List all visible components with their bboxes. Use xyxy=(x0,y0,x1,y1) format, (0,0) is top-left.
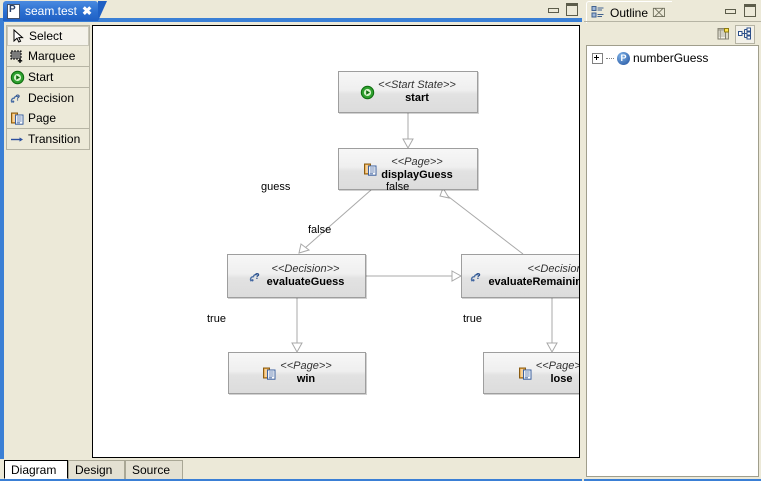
palette-group-tools: Select Marquee xyxy=(6,25,90,67)
editor-window-buttons xyxy=(546,2,578,16)
start-state-icon xyxy=(360,85,375,100)
tree-hierarchy-icon[interactable] xyxy=(735,24,755,44)
overview-icon[interactable] xyxy=(713,25,733,44)
outline-bottom-accent xyxy=(584,479,761,481)
decision-icon: ? xyxy=(249,269,264,284)
palette-item-select[interactable]: Select xyxy=(7,26,89,46)
editor-bottom-tab-bar: Diagram Design Source xyxy=(0,459,582,481)
outline-tab-bar: Outline ⌧ xyxy=(584,0,761,23)
editor-tab-label: seam.test xyxy=(25,4,78,18)
palette-item-label: Select xyxy=(29,29,63,43)
node-name: evaluateGuess xyxy=(266,276,345,288)
outline-tab[interactable]: Outline ⌧ xyxy=(586,1,682,23)
page-icon xyxy=(363,162,378,177)
palette-item-label: Page xyxy=(28,111,57,125)
node-stereotype: <<Decision>> xyxy=(527,263,579,276)
diagram-canvas[interactable]: <<Start State>> start xyxy=(92,25,580,458)
node-stereotype: <<Start State>> xyxy=(378,79,456,92)
editor-bottom-accent xyxy=(0,479,582,481)
palette-item-transition[interactable]: Transition xyxy=(7,129,89,149)
palette-group-nodes-start: Start xyxy=(6,67,90,88)
node-stereotype: <<Page>> xyxy=(280,360,332,373)
palette-item-start[interactable]: Start xyxy=(7,67,89,87)
close-icon[interactable]: ✖ xyxy=(82,4,93,18)
process-file-icon xyxy=(7,3,20,19)
diagram-editor-window: seam.test ✖ xyxy=(0,0,582,481)
palette-item-marquee[interactable]: Marquee xyxy=(7,46,89,66)
palette-item-decision[interactable]: ? Decision xyxy=(7,88,89,108)
transition-arrow-icon xyxy=(10,132,25,147)
start-state-icon xyxy=(10,70,25,85)
diagram-canvas-surface[interactable]: <<Start State>> start xyxy=(93,26,579,457)
editor-tab-bar: seam.test ✖ xyxy=(0,0,582,22)
outline-icon xyxy=(591,5,606,20)
node-stereotype: <<Page>> xyxy=(535,360,579,373)
tree-connector xyxy=(606,57,614,59)
diagram-node-win[interactable]: <<Page>> win xyxy=(228,352,366,394)
editor-left-accent xyxy=(0,22,4,459)
palette-item-label: Marquee xyxy=(28,49,76,63)
outline-tree-row-numberguess[interactable]: P numberGuess xyxy=(587,46,758,65)
editor-tab-underline xyxy=(0,18,582,22)
decision-icon: ? xyxy=(470,269,485,284)
expand-icon[interactable] xyxy=(592,52,603,64)
edge-label-true-lose: true xyxy=(463,313,482,325)
outline-tree[interactable]: P numberGuess xyxy=(586,45,759,477)
outline-view: Outline ⌧ xyxy=(584,0,761,481)
cursor-icon xyxy=(11,28,26,44)
diagram-node-lose[interactable]: <<Page>> lose xyxy=(483,352,579,394)
tab-slant xyxy=(671,2,682,23)
node-name: evaluateRemainingGuesses xyxy=(488,276,579,288)
editor-body: Select Marquee xyxy=(0,22,582,459)
node-name: start xyxy=(405,92,429,104)
page-icon xyxy=(262,366,277,381)
edge-label-false-up: false xyxy=(386,181,410,193)
node-name: win xyxy=(296,373,316,385)
palette-item-label: Start xyxy=(28,70,54,84)
palette-item-label: Decision xyxy=(28,91,75,105)
editor-tab-seam-test[interactable]: seam.test ✖ xyxy=(3,1,108,21)
svg-text:?: ? xyxy=(476,271,481,281)
tab-label: Design xyxy=(75,463,113,477)
edge-label-guess: guess xyxy=(261,181,291,193)
svg-text:?: ? xyxy=(15,93,20,102)
page-icon xyxy=(10,111,25,126)
diagram-node-start[interactable]: <<Start State>> start xyxy=(338,71,478,113)
palette-group-connections: Transition xyxy=(6,129,90,150)
svg-text:?: ? xyxy=(254,271,259,281)
maximize-icon[interactable] xyxy=(743,3,756,17)
palette-item-label: Transition xyxy=(28,132,81,146)
tab-slant xyxy=(98,1,108,21)
diagram-palette: Select Marquee xyxy=(6,25,90,456)
node-name: displayGuess xyxy=(381,169,453,181)
tab-design[interactable]: Design xyxy=(68,460,125,479)
tab-label: Diagram xyxy=(11,462,57,477)
minimize-icon[interactable] xyxy=(723,3,736,15)
node-stereotype: <<Decision>> xyxy=(271,263,340,276)
outline-tab-underline xyxy=(584,21,761,22)
outline-tree-label: numberGuess xyxy=(633,51,709,65)
palette-group-nodes: ? Decision xyxy=(6,88,90,129)
tab-diagram[interactable]: Diagram xyxy=(4,460,68,479)
node-name: lose xyxy=(550,373,573,385)
maximize-icon[interactable] xyxy=(565,2,578,16)
process-icon: P xyxy=(617,51,630,65)
node-stereotype: <<Page>> xyxy=(391,156,443,169)
edge-label-false-across: false xyxy=(308,224,332,236)
diagram-node-displayguess[interactable]: <<Page>> displayGuess xyxy=(338,148,478,190)
page-icon xyxy=(518,366,533,381)
palette-item-page[interactable]: Page xyxy=(7,108,89,128)
decision-icon: ? xyxy=(10,91,25,106)
tab-source[interactable]: Source xyxy=(125,460,183,479)
minimize-icon[interactable] xyxy=(546,2,559,14)
tab-label: Source xyxy=(132,463,171,477)
marquee-icon xyxy=(10,49,25,64)
outline-toolbar xyxy=(584,23,761,45)
close-icon[interactable]: ⌧ xyxy=(652,5,666,20)
diagram-node-evaluateguess[interactable]: ? <<Decision>> evaluateGuess xyxy=(227,254,366,298)
outline-tab-label: Outline xyxy=(610,5,649,20)
edge-label-true-win: true xyxy=(207,313,226,325)
outline-window-buttons xyxy=(723,3,756,17)
diagram-node-evaluateremainingguesses[interactable]: ? <<Decision>> evaluateRemainingGuesses xyxy=(461,254,579,298)
